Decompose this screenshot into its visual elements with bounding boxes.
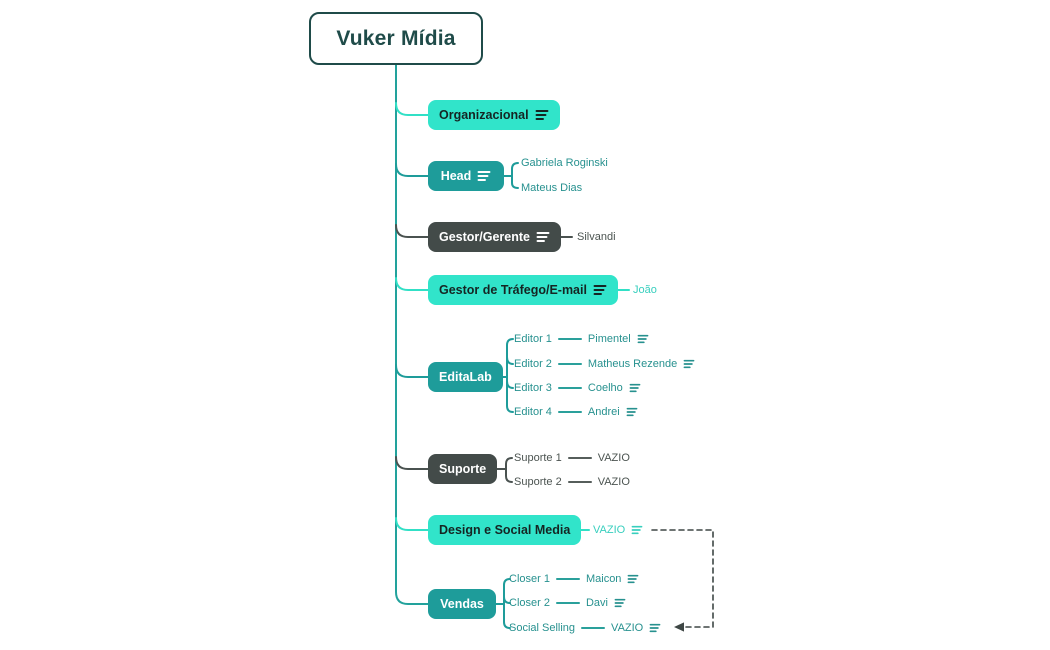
node-label: Suporte: [439, 462, 487, 476]
member-row-design-vazio[interactable]: VAZIO: [593, 522, 643, 538]
dashed-link-line: [651, 529, 714, 628]
member-label: Maicon: [585, 573, 622, 585]
notes-icon[interactable]: [536, 231, 550, 243]
member-label: Pimentel: [587, 333, 631, 345]
elbow-editalab: [395, 364, 429, 378]
node-label: Gestor de Tráfego/E-mail: [439, 283, 587, 297]
elbow-gestor-trafego: [395, 277, 429, 291]
assignment-row-editor1[interactable]: Editor 1 Pimentel: [514, 331, 649, 347]
node-label: Gestor/Gerente: [439, 230, 531, 244]
node-label: Design e Social Media: [439, 523, 571, 537]
connector-dash: [567, 457, 592, 459]
root-label: Vuker Mídia: [336, 26, 456, 50]
role-label: Suporte 1: [514, 452, 562, 464]
assignment-row-suporte2[interactable]: Suporte 2 VAZIO: [514, 474, 630, 490]
connector-dash: [581, 627, 606, 629]
node-label: EditaLab: [439, 370, 492, 384]
notes-icon[interactable]: [477, 170, 491, 182]
member-row-silvandi[interactable]: Silvandi: [577, 229, 616, 245]
connector-dash: [555, 602, 580, 604]
dashed-link-arrowhead: [674, 622, 684, 632]
mindmap-node-organizacional[interactable]: Organizacional: [428, 100, 560, 130]
connector-dash: [555, 578, 580, 580]
assignment-row-editor4[interactable]: Editor 4 Andrei: [514, 404, 638, 420]
notes-icon[interactable]: [637, 334, 649, 344]
member-row-joao[interactable]: João: [633, 282, 657, 298]
mindmap-node-vendas[interactable]: Vendas: [428, 589, 496, 619]
notes-icon[interactable]: [535, 109, 549, 121]
node-label: Head: [440, 169, 472, 183]
notes-icon[interactable]: [626, 407, 638, 417]
elbow-gestor-gerente: [395, 224, 429, 238]
member-label: Gabriela Roginski: [521, 157, 608, 169]
role-label: Editor 1: [514, 333, 552, 345]
member-label: Coelho: [587, 382, 623, 394]
connector-dash: [557, 387, 582, 389]
bracket-head-children: [503, 162, 519, 189]
notes-icon[interactable]: [627, 574, 639, 584]
node-label: Organizacional: [439, 108, 529, 122]
assignment-row-editor3[interactable]: Editor 3 Coelho: [514, 380, 641, 396]
mindmap-node-design-social-media[interactable]: Design e Social Media: [428, 515, 582, 545]
member-label: VAZIO: [611, 622, 644, 634]
notes-icon[interactable]: [649, 623, 661, 633]
role-label: Suporte 2: [514, 476, 562, 488]
role-label: Editor 3: [514, 382, 552, 394]
member-row-gabriela[interactable]: Gabriela Roginski: [521, 155, 608, 171]
member-row-mateus[interactable]: Mateus Dias: [521, 180, 582, 196]
notes-icon[interactable]: [683, 359, 695, 369]
notes-icon[interactable]: [593, 284, 607, 296]
member-label: Silvandi: [577, 231, 616, 243]
mindmap-node-editalab[interactable]: EditaLab: [428, 362, 503, 392]
member-label: VAZIO: [597, 476, 630, 488]
assignment-row-social-selling[interactable]: Social Selling VAZIO: [509, 620, 661, 636]
bracket-editalab-children: [499, 338, 514, 413]
bracket-suporte-children: [496, 457, 513, 483]
elbow-head: [395, 163, 429, 177]
assignment-row-closer1[interactable]: Closer 1 Maicon: [509, 571, 639, 587]
member-label: Matheus Rezende: [587, 358, 678, 370]
assignment-row-closer2[interactable]: Closer 2 Davi: [509, 595, 626, 611]
connector-dash: [567, 481, 592, 483]
node-label: Vendas: [440, 597, 484, 611]
mindmap-node-head[interactable]: Head: [428, 161, 504, 191]
notes-icon[interactable]: [629, 383, 641, 393]
elbow-suporte: [395, 456, 429, 470]
trunk-line: [395, 64, 429, 605]
member-label: VAZIO: [597, 452, 630, 464]
elbow-design: [395, 517, 429, 531]
mindmap-node-suporte[interactable]: Suporte: [428, 454, 498, 484]
assignment-row-editor2[interactable]: Editor 2 Matheus Rezende: [514, 356, 695, 372]
bracket-vendas-children: [495, 578, 511, 629]
role-label: Editor 2: [514, 358, 552, 370]
assignment-row-suporte1[interactable]: Suporte 1 VAZIO: [514, 450, 630, 466]
mindmap-node-gestor-trafego[interactable]: Gestor de Tráfego/E-mail: [428, 275, 618, 305]
member-label: Mateus Dias: [521, 182, 583, 194]
member-label: Davi: [585, 597, 608, 609]
member-label: Andrei: [587, 406, 620, 418]
member-label: João: [633, 284, 657, 296]
role-label: Editor 4: [514, 406, 552, 418]
connector-dash: [557, 338, 582, 340]
mindmap-node-gestor-gerente[interactable]: Gestor/Gerente: [428, 222, 562, 252]
mindmap-root-node[interactable]: Vuker Mídia: [309, 12, 483, 65]
notes-icon[interactable]: [614, 598, 626, 608]
role-label: Closer 1: [509, 573, 550, 585]
elbow-organizacional: [395, 102, 429, 116]
connector-dash: [557, 363, 582, 365]
role-label: Social Selling: [509, 622, 576, 634]
role-label: Closer 2: [509, 597, 550, 609]
connector-dash: [557, 411, 582, 413]
member-label: VAZIO: [593, 524, 626, 536]
notes-icon[interactable]: [631, 525, 643, 535]
